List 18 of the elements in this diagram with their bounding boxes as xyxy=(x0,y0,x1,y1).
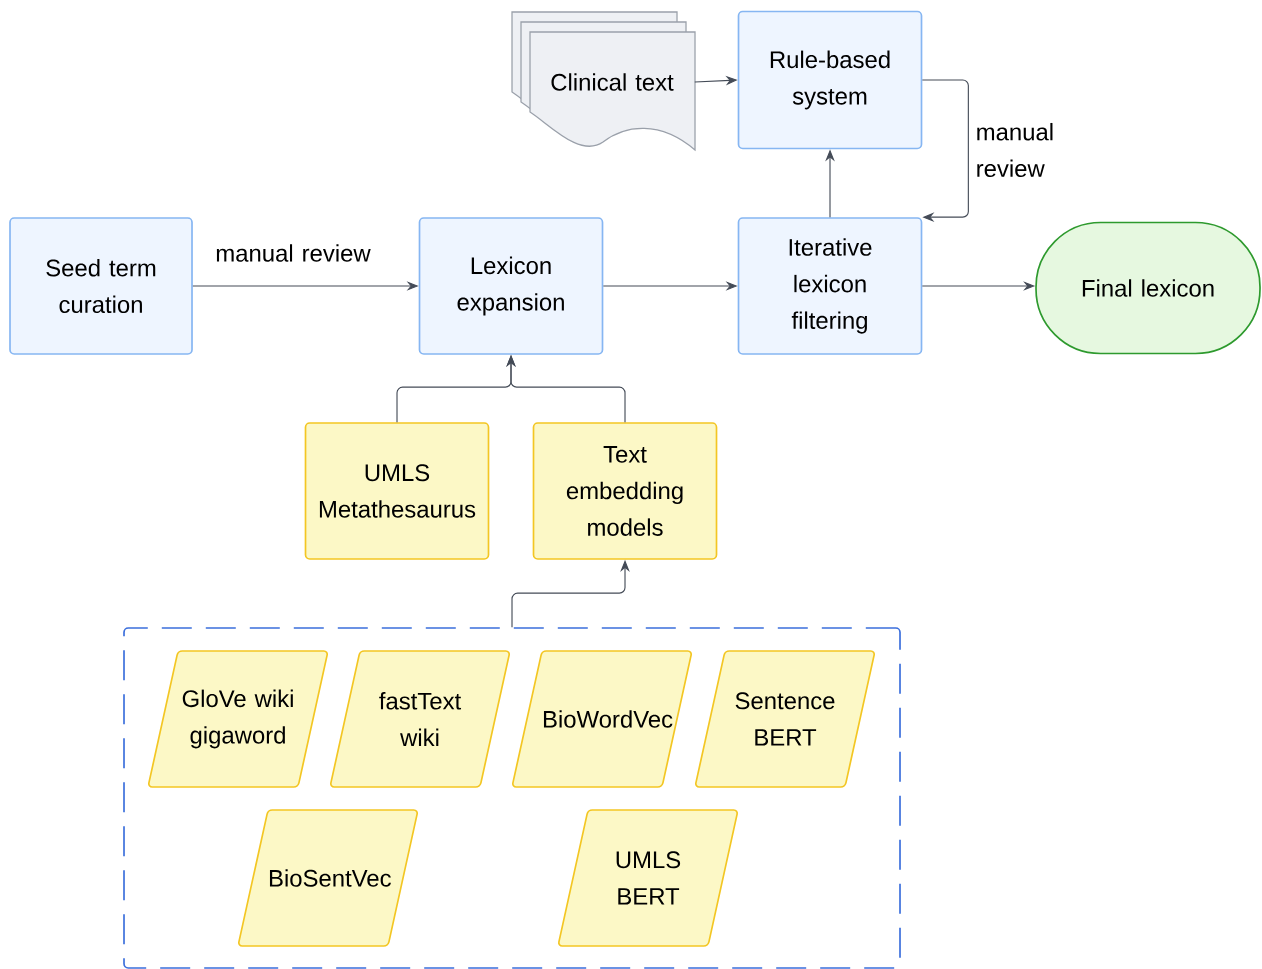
process-box: Iterative lexicon filtering xyxy=(737,217,923,355)
data-parallelogram: fastText wiki xyxy=(329,650,511,788)
terminal-box: Final lexicon xyxy=(1035,221,1261,355)
data-parallelogram: GloVe wiki gigaword xyxy=(148,650,329,788)
edge-label: manual review xyxy=(977,122,1053,178)
source-box: UMLS Metathesaurus xyxy=(304,422,490,560)
group-box xyxy=(123,627,901,969)
edge-label: manual review xyxy=(216,244,371,262)
data-parallelogram: Sentence BERT xyxy=(694,650,876,788)
data-parallelogram: BioSentVec xyxy=(238,809,419,947)
process-box: Rule-based system xyxy=(737,10,923,150)
data-parallelogram: BioWordVec xyxy=(512,650,693,788)
document-stack: Clinical text xyxy=(511,11,696,151)
arrow xyxy=(921,79,969,222)
source-box: Text embedding models xyxy=(532,422,718,560)
data-parallelogram: UMLS BERT xyxy=(558,809,739,947)
process-box: Lexicon expansion xyxy=(418,217,604,355)
process-box: Seed term curation xyxy=(9,217,193,355)
